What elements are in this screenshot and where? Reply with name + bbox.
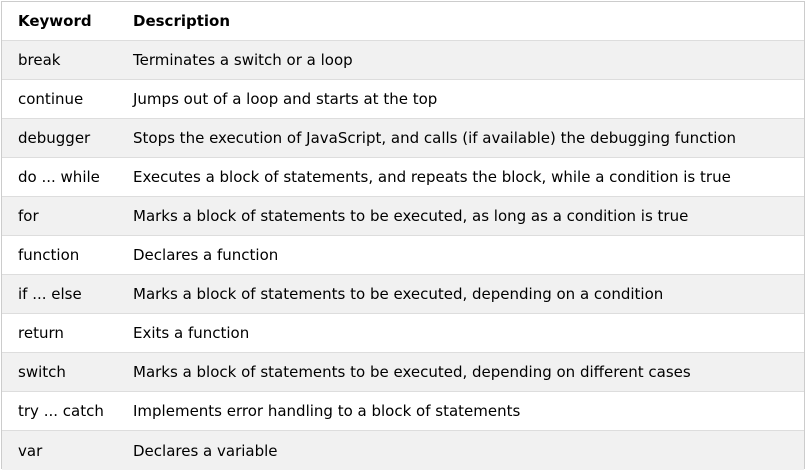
description-cell: Jumps out of a loop and starts at the to… [133, 90, 438, 108]
table-row: break Terminates a switch or a loop [2, 41, 804, 80]
table-row: return Exits a function [2, 314, 804, 353]
keyword-cell: if ... else [18, 285, 82, 303]
description-cell: Marks a block of statements to be execut… [133, 363, 691, 381]
description-cell: Stops the execution of JavaScript, and c… [133, 129, 737, 147]
description-cell: Marks a block of statements to be execut… [133, 285, 664, 303]
keyword-cell: for [18, 207, 39, 225]
table-row: debugger Stops the execution of JavaScri… [2, 119, 804, 158]
description-cell: Declares a variable [133, 441, 278, 460]
header-description: Description [133, 12, 231, 30]
description-cell: Exits a function [133, 324, 250, 342]
keyword-cell: var [18, 441, 43, 460]
description-cell: Marks a block of statements to be execut… [133, 207, 689, 225]
keyword-cell: do ... while [18, 168, 100, 186]
description-cell: Declares a function [133, 246, 279, 264]
table-header-row: Keyword Description [2, 2, 804, 41]
keyword-cell: return [18, 324, 64, 342]
keyword-cell: try ... catch [18, 402, 104, 420]
table-row: try ... catch Implements error handling … [2, 392, 804, 431]
keyword-cell: continue [18, 90, 84, 108]
table-row: function Declares a function [2, 236, 804, 275]
table-row: continue Jumps out of a loop and starts … [2, 80, 804, 119]
description-cell: Implements error handling to a block of … [133, 402, 521, 420]
table-row: switch Marks a block of statements to be… [2, 353, 804, 392]
header-keyword: Keyword [18, 12, 92, 30]
keyword-cell: debugger [18, 129, 91, 147]
table-row: var Declares a variable [2, 431, 804, 470]
description-cell: Terminates a switch or a loop [133, 51, 353, 69]
keyword-cell: function [18, 246, 80, 264]
table-row: for Marks a block of statements to be ex… [2, 197, 804, 236]
keyword-cell: break [18, 51, 61, 69]
keyword-cell: switch [18, 363, 66, 381]
description-cell: Executes a block of statements, and repe… [133, 168, 731, 186]
table-row: do ... while Executes a block of stateme… [2, 158, 804, 197]
table-row: if ... else Marks a block of statements … [2, 275, 804, 314]
